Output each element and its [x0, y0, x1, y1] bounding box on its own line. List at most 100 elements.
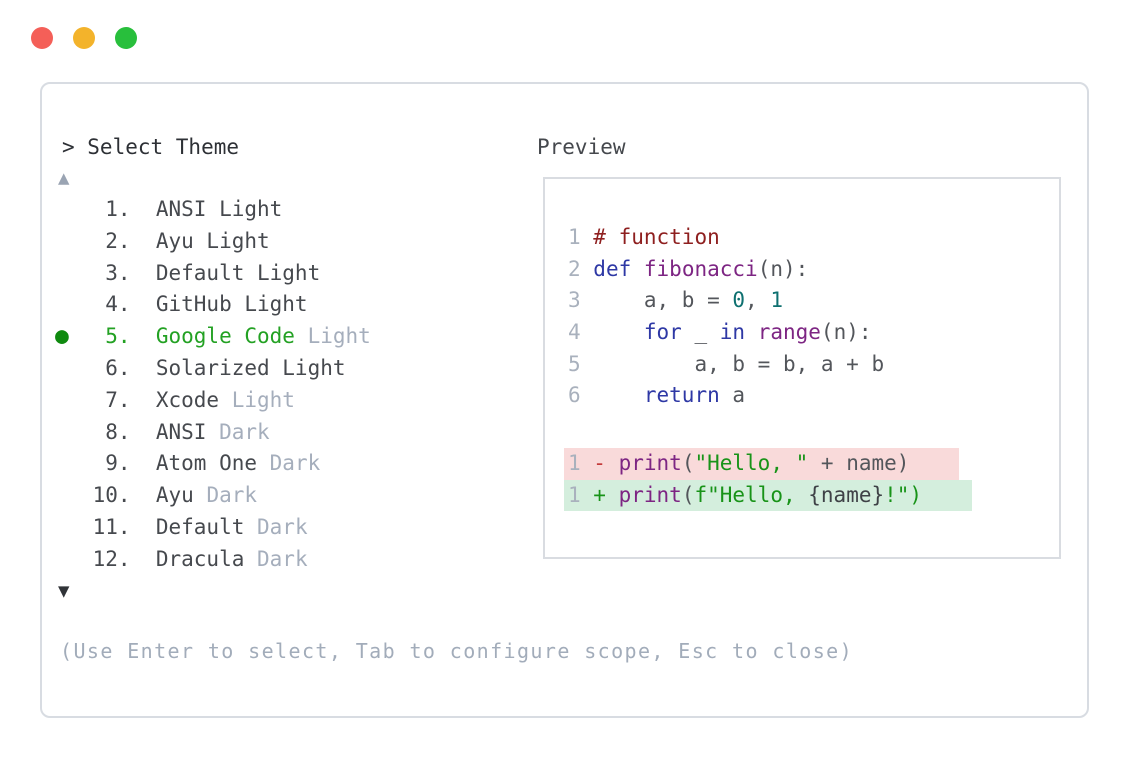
theme-variant-label: Light: [294, 324, 371, 349]
theme-number-and-name: 1. ANSI Light: [80, 197, 283, 221]
code-token-keyword: in: [719, 320, 746, 345]
theme-variant-label: Dark: [206, 419, 270, 444]
theme-number-and-name: 11. Default: [80, 514, 245, 539]
code-token-func: print: [618, 451, 682, 475]
theme-variant-label: Light: [219, 387, 295, 412]
code-token-func: fibonacci: [643, 256, 758, 281]
select-theme-prompt: > Select Theme: [62, 135, 240, 159]
code-token-plain: a, b = b, a + b: [593, 351, 885, 376]
code-token-plain: _: [681, 320, 720, 345]
added-line-highlight: 1 + print(f"Hello, {name}!"): [564, 479, 973, 512]
code-token-comment: # function: [593, 225, 720, 249]
code-line: 6 return a: [568, 380, 884, 412]
theme-list-item[interactable]: 4. GitHub Light: [55, 289, 371, 321]
bullet-placeholder: [55, 448, 80, 480]
code-token-string: f"Hello,: [694, 482, 809, 507]
theme-number-and-name: 8. ANSI: [80, 419, 207, 444]
bullet-placeholder: [55, 544, 80, 576]
code-token-func: range: [757, 320, 821, 345]
bullet-placeholder: [55, 385, 80, 417]
maximize-icon[interactable]: [115, 27, 137, 49]
line-number: 4: [568, 320, 594, 345]
window-controls: [31, 27, 137, 49]
code-token-plain: + name): [808, 451, 910, 475]
theme-list-item[interactable]: 2. Ayu Light: [55, 226, 371, 258]
line-number: 1: [568, 225, 594, 249]
removed-line-highlight: 1 - print("Hello, " + name): [564, 448, 960, 480]
code-token-keyword: return: [643, 383, 720, 408]
preview-title: Preview: [537, 135, 626, 159]
line-number: 3: [568, 288, 594, 313]
theme-number-and-name: 7. Xcode: [80, 387, 220, 412]
theme-number-and-name: 3. Default Light: [80, 260, 321, 285]
theme-variant-label: Dark: [244, 514, 308, 539]
code-token-plain: (: [681, 482, 695, 507]
code-token-string: "Hello, ": [694, 451, 809, 475]
theme-list-item[interactable]: 3. Default Light: [55, 258, 371, 290]
theme-list-item[interactable]: ● 5. Google Code Light: [55, 321, 371, 353]
diff-preview: 1 - print("Hello, " + name)1 + print(f"H…: [564, 448, 973, 512]
code-token-plain: (: [681, 451, 695, 475]
bullet-placeholder: [55, 512, 80, 544]
code-token-plain: (n):: [820, 320, 872, 345]
theme-number-and-name: 12. Dracula: [80, 546, 245, 571]
code-line: 2 def fibonacci(n):: [568, 254, 884, 286]
theme-picker-window: > Select Theme Preview ▲ 1. ANSI Light 2…: [40, 82, 1089, 718]
code-token-plain: [593, 320, 644, 344]
code-token-removed: -: [593, 451, 619, 475]
code-token-number: 1: [770, 288, 783, 313]
theme-list: 1. ANSI Light 2. Ayu Light 3. Default Li…: [55, 194, 371, 576]
theme-list-item[interactable]: 12. Dracula Dark: [55, 544, 371, 576]
code-token-plain: [631, 257, 644, 281]
theme-list-item[interactable]: 7. Xcode Light: [55, 385, 371, 417]
code-token-plain: [593, 383, 644, 407]
theme-list-item[interactable]: 10. Ayu Dark: [55, 480, 371, 512]
theme-variant-label: Dark: [257, 451, 321, 476]
theme-number-and-name: 6. Solarized Light: [80, 355, 346, 380]
code-token-func: print: [618, 482, 682, 507]
code-line: 1 # function: [568, 222, 884, 254]
bullet-placeholder: [55, 289, 80, 321]
bullet-placeholder: [55, 353, 80, 385]
bullet-placeholder: [55, 226, 80, 258]
scroll-up-icon[interactable]: ▲: [58, 167, 70, 189]
theme-number-and-name: 2. Ayu Light: [80, 228, 270, 253]
code-token-plain: [745, 320, 758, 344]
theme-variant-label: Dark: [244, 546, 308, 571]
code-token-number: 0: [732, 288, 746, 313]
diff-line-added: 1 + print(f"Hello, {name}!"): [564, 479, 973, 512]
bullet-placeholder: [55, 258, 80, 290]
code-token-keyword: def: [593, 256, 632, 281]
theme-list-item[interactable]: 1. ANSI Light: [55, 194, 371, 226]
diff-line-removed: 1 - print("Hello, " + name): [564, 448, 972, 480]
close-icon[interactable]: [31, 27, 53, 49]
line-number: 1: [568, 451, 594, 475]
code-token-plain: a, b =: [593, 288, 733, 313]
code-line: 5 a, b = b, a + b: [568, 349, 884, 381]
line-number: 6: [568, 383, 594, 408]
footer-hint: (Use Enter to select, Tab to configure s…: [60, 639, 854, 663]
minimize-icon[interactable]: [73, 27, 95, 49]
theme-list-item[interactable]: 11. Default Dark: [55, 512, 371, 544]
theme-variant-label: Dark: [193, 483, 258, 508]
code-token-string: !"): [884, 482, 923, 507]
scroll-down-icon[interactable]: ▼: [58, 580, 70, 602]
code-token-plain: (n):: [757, 256, 809, 281]
theme-list-item[interactable]: 6. Solarized Light: [55, 353, 371, 385]
theme-list-item[interactable]: 8. ANSI Dark: [55, 417, 371, 449]
code-line: 4 for _ in range(n):: [568, 317, 884, 349]
theme-number-and-name: 9. Atom One: [80, 451, 258, 476]
theme-list-item[interactable]: 9. Atom One Dark: [55, 448, 371, 480]
code-token-plain: a: [719, 383, 746, 408]
line-number: 1: [568, 482, 594, 507]
code-token-interp: {name}: [808, 482, 885, 507]
bullet-placeholder: [55, 417, 80, 449]
theme-number-and-name: 5. Google Code: [80, 324, 295, 349]
code-token-keyword: for: [643, 320, 682, 345]
code-line: 3 a, b = 0, 1: [568, 285, 884, 317]
code-token-plain: ,: [745, 288, 771, 313]
line-number: 5: [568, 351, 594, 376]
line-number: 2: [568, 256, 594, 281]
